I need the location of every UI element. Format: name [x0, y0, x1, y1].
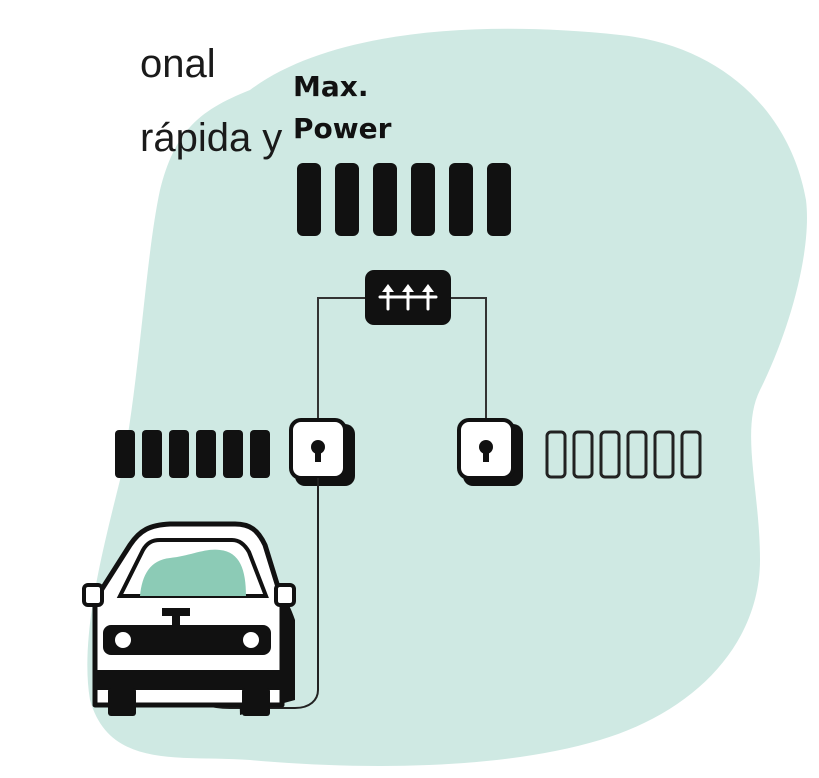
- max-power-label-line-2: Power: [293, 112, 392, 145]
- right-charge-cell: [545, 430, 567, 479]
- right-charge-cell: [680, 430, 702, 479]
- car-icon: [82, 521, 296, 716]
- splitter-box-icon: [365, 270, 451, 325]
- max-power-cell: [335, 163, 359, 236]
- left-charger-cells: [115, 430, 270, 478]
- right-charge-cell: [599, 430, 621, 479]
- splitter-wires: [317, 297, 487, 425]
- left-charge-cell: [169, 430, 189, 478]
- left-charge-cell: [223, 430, 243, 478]
- max-power-cell: [373, 163, 397, 236]
- left-charge-cell: [115, 430, 135, 478]
- left-charge-cell: [142, 430, 162, 478]
- right-charge-cell: [653, 430, 675, 479]
- right-charge-cell: [626, 430, 648, 479]
- left-charge-cell: [250, 430, 270, 478]
- max-power-cell: [411, 163, 435, 236]
- right-charge-cell: [572, 430, 594, 479]
- right-charger-cells: [545, 430, 702, 479]
- max-power-cell: [297, 163, 321, 236]
- left-charge-cell: [196, 430, 216, 478]
- charger-icon: [289, 418, 355, 486]
- max-power-cell: [487, 163, 511, 236]
- max-power-cells: [297, 163, 511, 236]
- max-power-label-line-1: Max.: [293, 70, 369, 103]
- cropped-text-line-1: onal: [140, 42, 216, 86]
- cropped-text-line-2: rápida y: [140, 116, 283, 160]
- max-power-cell: [449, 163, 473, 236]
- charger-icon: [457, 418, 523, 486]
